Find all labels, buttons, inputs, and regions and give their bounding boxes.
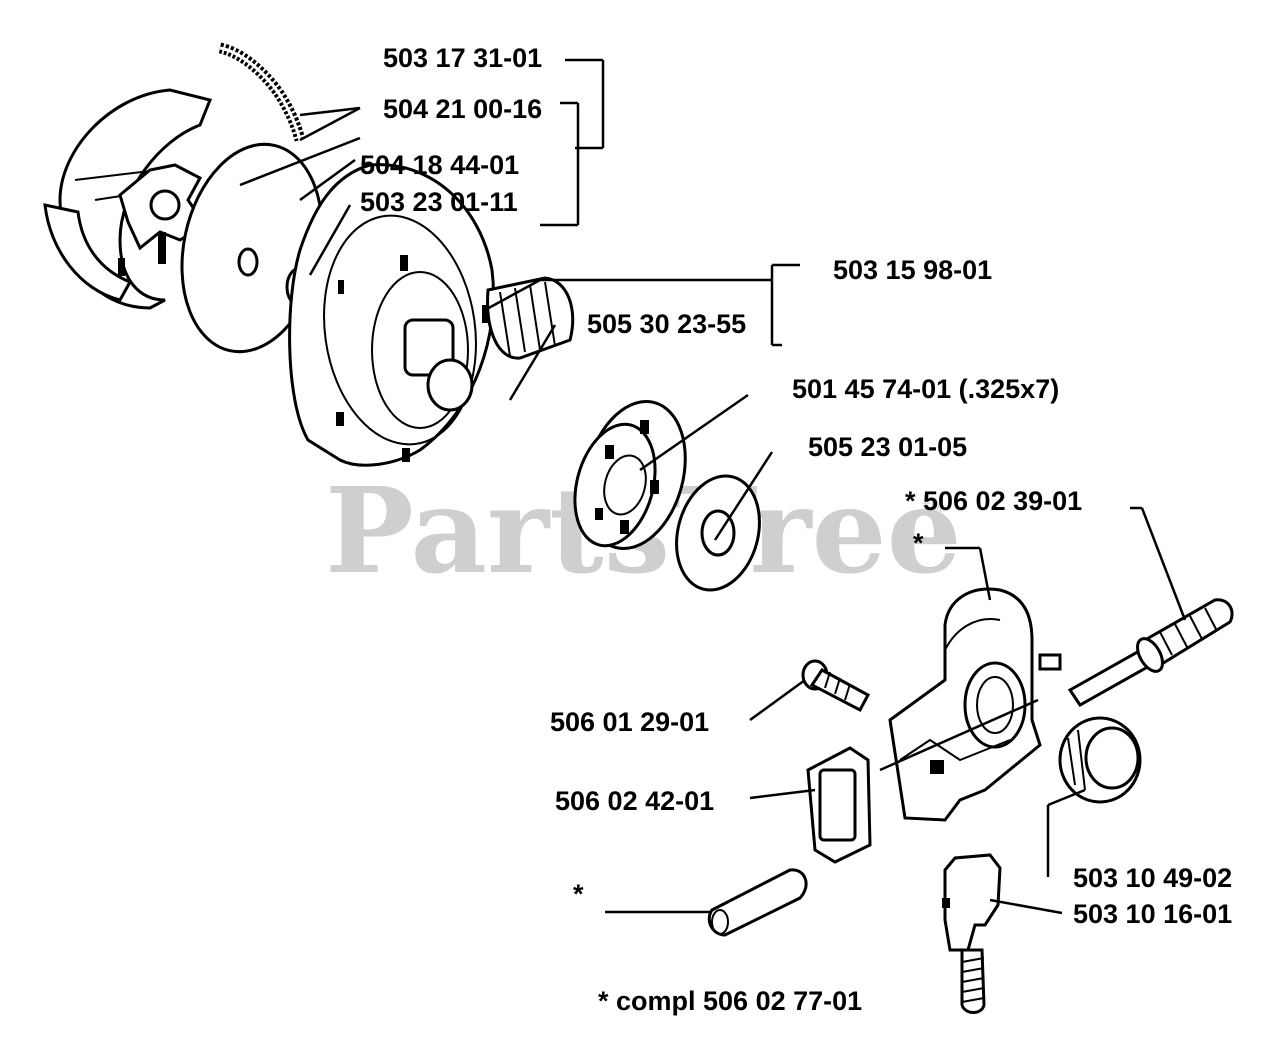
part-label-506-02-39-01: * 506 02 39-01	[905, 486, 1082, 516]
part-label-asterisk-pin: *	[573, 879, 584, 909]
leader-lines	[239, 58, 1187, 915]
part-label-501-45-74-01: 501 45 74-01 (.325x7)	[792, 374, 1059, 404]
part-label-compl-506-02-77-01: * compl 506 02 77-01	[598, 986, 862, 1016]
spring-drawing	[218, 42, 306, 142]
part-label-503-10-16-01: 503 10 16-01	[1073, 899, 1232, 929]
part-label-503-23-01-11: 503 23 01-11	[360, 187, 518, 217]
part-label-505-30-23-55: 505 30 23-55	[587, 309, 746, 339]
adjuster-screw-drawing	[942, 853, 1002, 1014]
clutch-drum-drawing	[288, 163, 495, 467]
part-label-503-10-49-02: 503 10 49-02	[1073, 863, 1232, 893]
part-label-504-21-00-16: 504 21 00-16	[383, 94, 542, 124]
part-label-503-15-98-01: 503 15 98-01	[833, 255, 992, 285]
pump-shaft-drawing	[1067, 598, 1234, 707]
valve-block-drawing	[806, 746, 872, 864]
oil-pump-housing-drawing	[888, 587, 1062, 822]
screw-drawing	[801, 659, 871, 713]
sprocket-rim-drawing	[573, 399, 687, 551]
watermark-trademark: TM	[922, 499, 942, 515]
part-label-503-17-31-01: 503 17 31-01	[383, 43, 542, 73]
needle-bearing-drawing	[486, 276, 575, 360]
part-label-504-18-44-01: 504 18 44-01	[360, 150, 519, 180]
plug-drawing	[1058, 716, 1142, 804]
part-label-asterisk-housing: *	[913, 528, 924, 558]
part-label-506-02-42-01: 506 02 42-01	[555, 786, 714, 816]
part-label-505-23-01-05: 505 23 01-05	[808, 432, 967, 462]
part-label-506-01-29-01: 506 01 29-01	[550, 707, 709, 737]
pin-drawing	[707, 868, 808, 937]
